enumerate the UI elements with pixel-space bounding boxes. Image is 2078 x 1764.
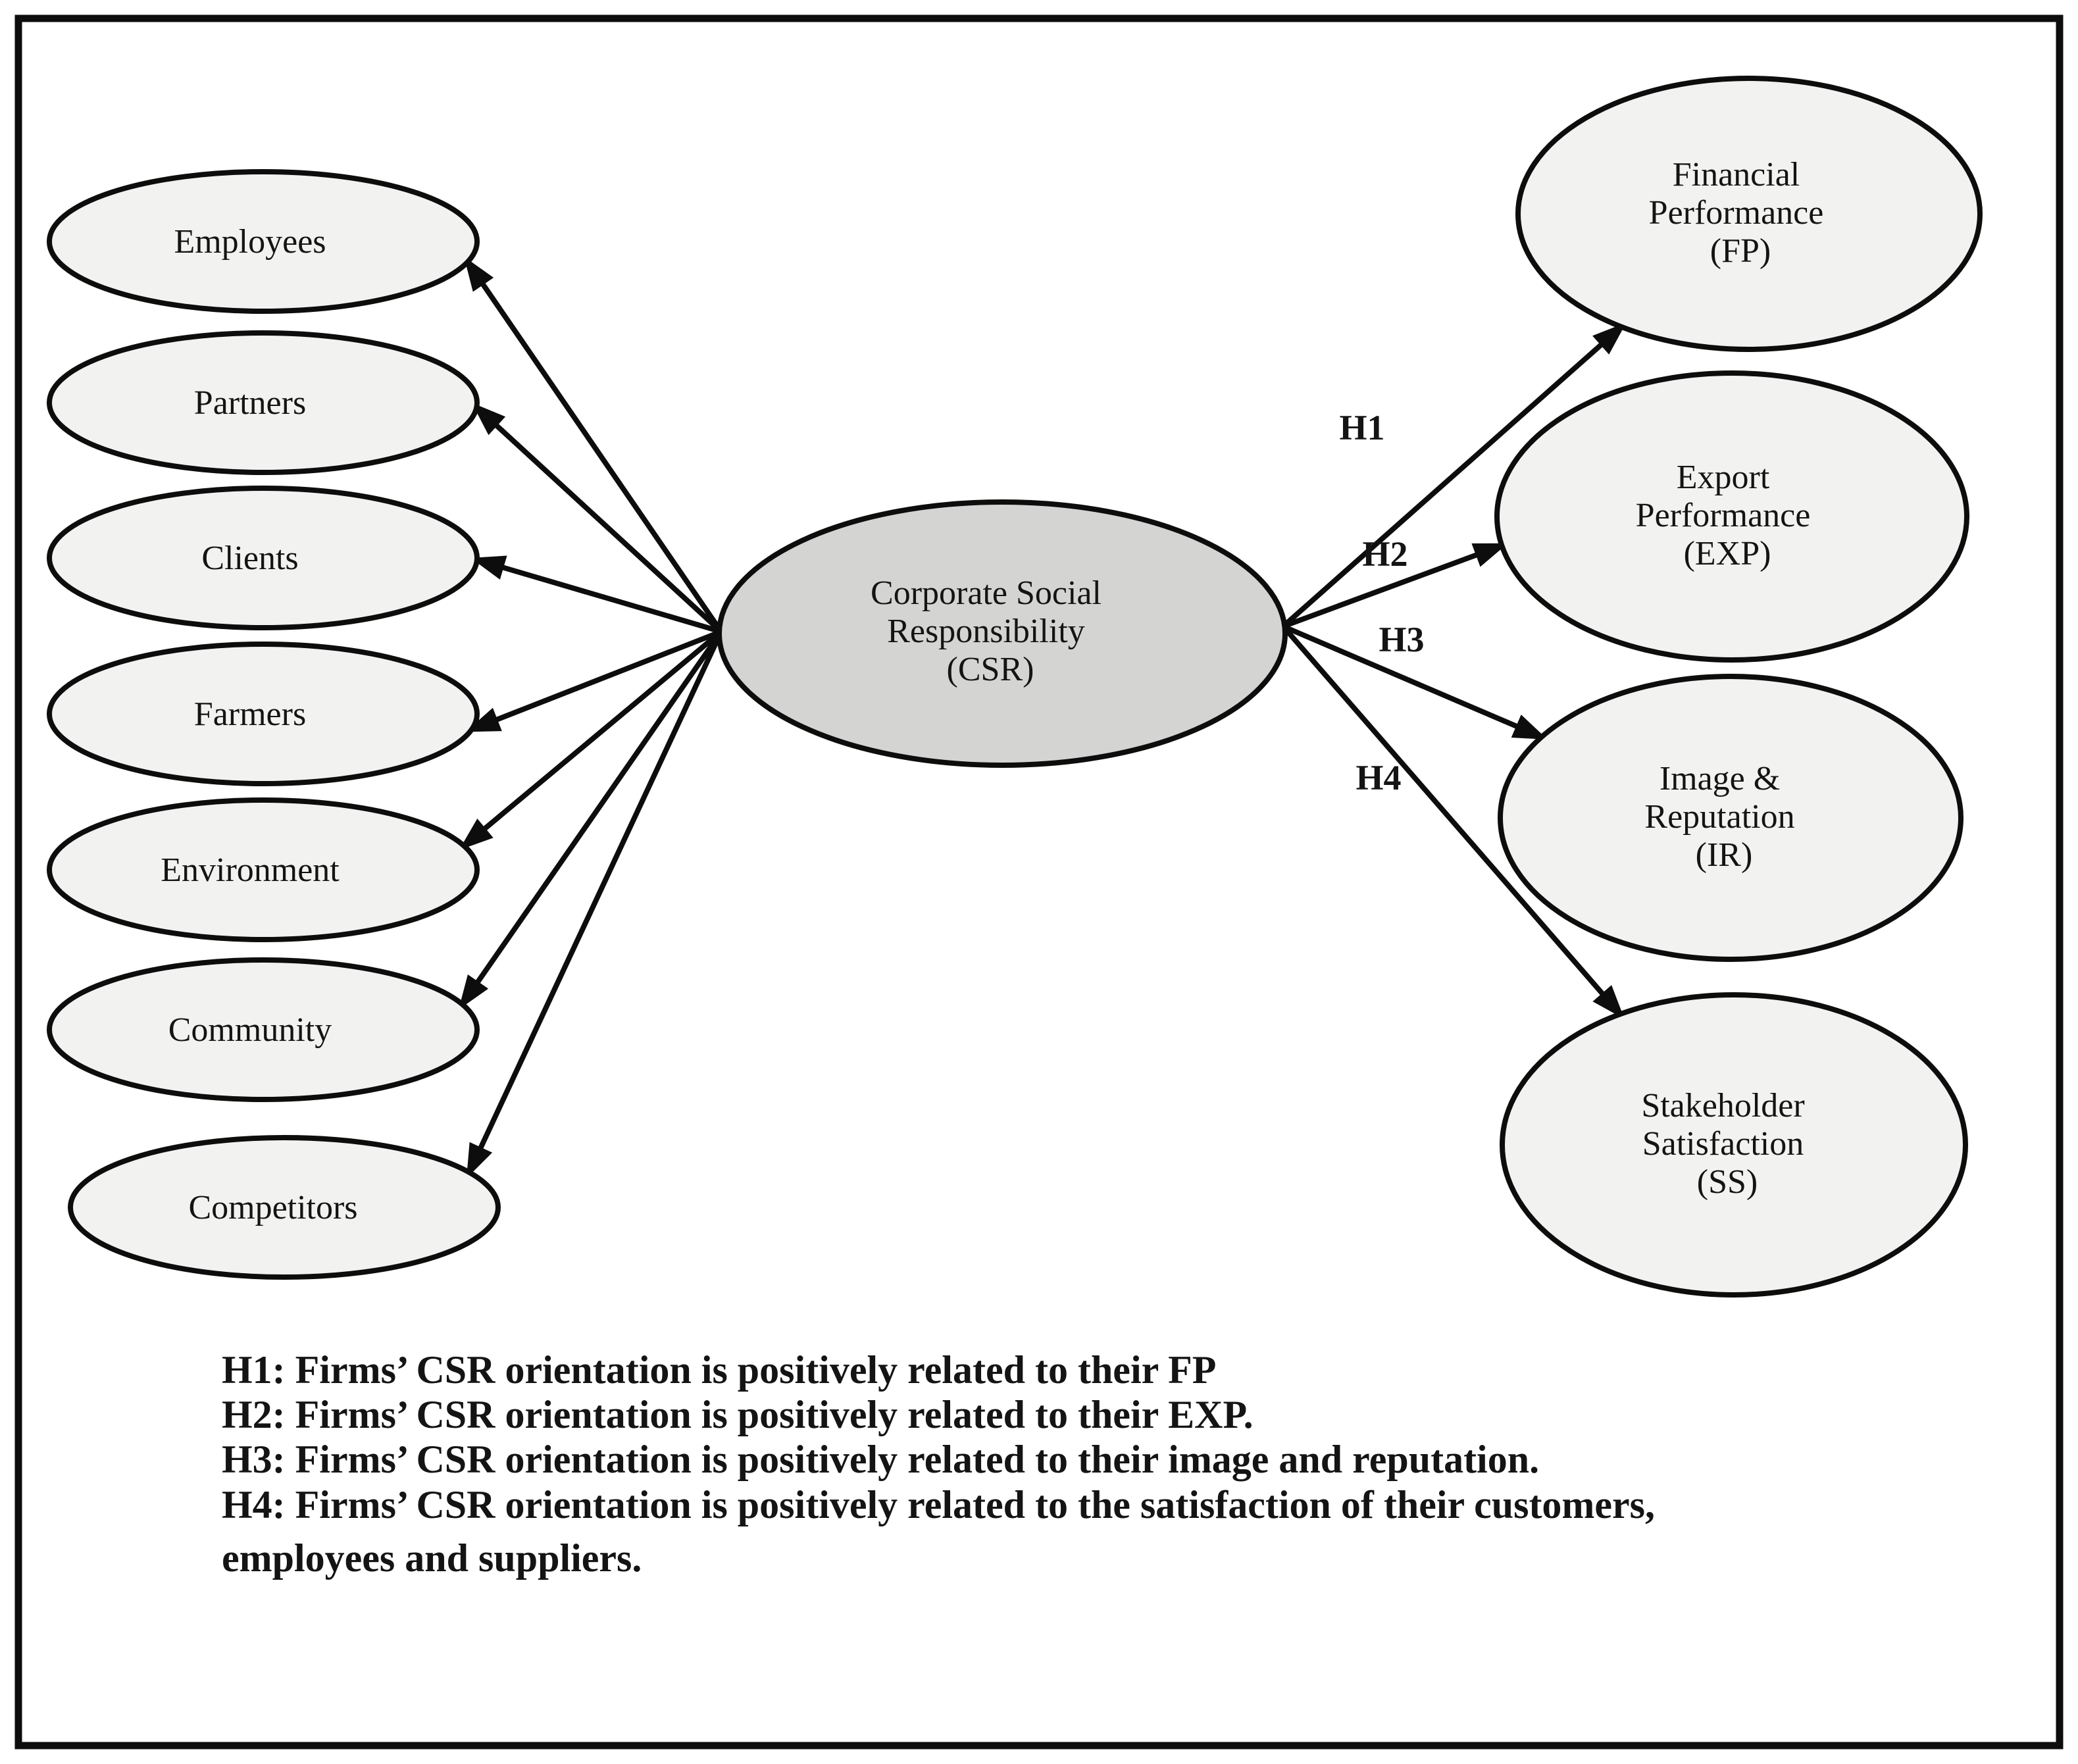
csr-label: Corporate Social Responsibility (CSR): [871, 574, 1110, 688]
ir-label-line1: Image &: [1660, 760, 1780, 797]
competitors-label: Competitors: [188, 1189, 357, 1226]
employees-label: Employees: [174, 223, 326, 261]
node-community: Community: [47, 957, 480, 1102]
csr-to-fp-line: [1281, 334, 1613, 628]
csr-to-employees-line: [473, 272, 724, 634]
note-h4-continued: employees and suppliers.: [222, 1536, 642, 1580]
farmers-ellipse: [47, 642, 480, 786]
csr-to-environment-arrowhead-icon: [459, 819, 494, 851]
csr-to-fp-arrowhead-icon: [1592, 322, 1627, 355]
csr-ellipse: [717, 499, 1288, 768]
export-performance-label: Export Performance (EXP): [1636, 459, 1819, 572]
node-partners: Partners: [47, 330, 480, 475]
exp-label-line2: Performance: [1636, 497, 1811, 534]
community-label: Community: [168, 1011, 332, 1049]
csr-to-clients-arrowhead-icon: [470, 555, 507, 580]
exp-label-line3: (EXP): [1684, 535, 1771, 572]
node-image-reputation: Image & Reputation (IR): [1498, 674, 1964, 962]
node-farmers: Farmers: [47, 642, 480, 786]
csr-to-ss-line: [1280, 624, 1613, 1005]
h3-edge-label: H3: [1379, 620, 1424, 659]
csr-to-partners-line: [485, 415, 723, 634]
note-h2: H2: Firms’ CSR orientation is positively…: [222, 1393, 1254, 1436]
csr-label-line1: Corporate Social: [871, 574, 1102, 612]
node-stakeholder-satisfaction: Stakeholder Satisfaction (SS): [1500, 992, 1968, 1298]
h4-edge-label: H4: [1356, 758, 1401, 797]
csr-to-ir-line: [1282, 624, 1530, 734]
csr-to-ss-arrowhead-icon: [1592, 985, 1625, 1019]
community-ellipse: [47, 957, 480, 1102]
node-financial-performance: Financial Performance (FP): [1515, 76, 1983, 352]
ss-label-line1: Stakeholder: [1641, 1087, 1804, 1124]
csr-to-partners-arrowhead-icon: [471, 403, 506, 436]
farmers-label: Farmers: [194, 695, 306, 733]
employees-ellipse: [47, 169, 480, 314]
csr-to-competitors-arrowhead-icon: [466, 1142, 493, 1178]
clients-ellipse: [47, 486, 480, 630]
note-h1: H1: Firms’ CSR orientation is positively…: [222, 1348, 1216, 1392]
node-environment: Environment: [47, 797, 480, 942]
csr-to-exp-arrowhead-icon: [1471, 543, 1508, 567]
competitors-ellipse: [68, 1135, 501, 1280]
h1-edge-label: H1: [1339, 408, 1384, 447]
clients-label: Clients: [201, 540, 298, 577]
financial-performance-label: Financial Performance (FP): [1649, 156, 1833, 270]
node-export-performance: Export Performance (EXP): [1494, 370, 1969, 663]
csr-to-community-arrowhead-icon: [458, 974, 489, 1010]
environment-label: Environment: [161, 851, 340, 889]
financial-performance-ellipse: [1515, 76, 1983, 352]
stakeholder-satisfaction-ellipse: [1500, 992, 1968, 1298]
csr-to-competitors-line: [472, 630, 724, 1161]
note-h3: H3: Firms’ CSR orientation is positively…: [222, 1438, 1539, 1481]
environment-ellipse: [47, 797, 480, 942]
csr-to-ir-arrowhead-icon: [1511, 715, 1548, 740]
ss-label-line3: (SS): [1697, 1163, 1758, 1201]
node-clients: Clients: [47, 486, 480, 630]
node-competitors: Competitors: [68, 1135, 501, 1280]
csr-to-community-line: [468, 630, 724, 995]
csr-to-employees-arrowhead-icon: [464, 256, 494, 292]
partners-ellipse: [47, 330, 480, 475]
note-h4: H4: Firms’ CSR orientation is positively…: [222, 1483, 1655, 1526]
csr-to-farmers-line: [484, 629, 722, 727]
stakeholder-satisfaction-label: Stakeholder Satisfaction (SS): [1641, 1087, 1813, 1201]
csr-label-line3: (CSR): [947, 651, 1034, 688]
ir-label-line3: (IR): [1696, 836, 1753, 874]
node-csr: Corporate Social Responsibility (CSR): [717, 499, 1288, 768]
image-reputation-label: Image & Reputation (IR): [1644, 760, 1803, 874]
csr-label-line2: Responsibility: [887, 613, 1084, 650]
image-reputation-ellipse: [1498, 674, 1964, 962]
csr-to-exp-line: [1282, 547, 1490, 629]
csr-to-environment-line: [472, 629, 723, 840]
ir-label-line2: Reputation: [1644, 798, 1794, 836]
h2-edge-label: H2: [1362, 534, 1407, 574]
fp-label-line3: (FP): [1710, 232, 1771, 270]
partners-label: Partners: [194, 384, 306, 422]
ss-label-line2: Satisfaction: [1642, 1125, 1804, 1163]
fp-label-line1: Financial: [1673, 156, 1800, 193]
fp-label-line2: Performance: [1649, 194, 1824, 232]
edges-layer: [458, 256, 1627, 1178]
export-performance-ellipse: [1494, 370, 1969, 663]
node-employees: Employees: [47, 169, 480, 314]
figure-border: [14, 14, 2064, 1750]
exp-label-line1: Export: [1677, 459, 1770, 496]
csr-to-clients-line: [490, 561, 722, 634]
